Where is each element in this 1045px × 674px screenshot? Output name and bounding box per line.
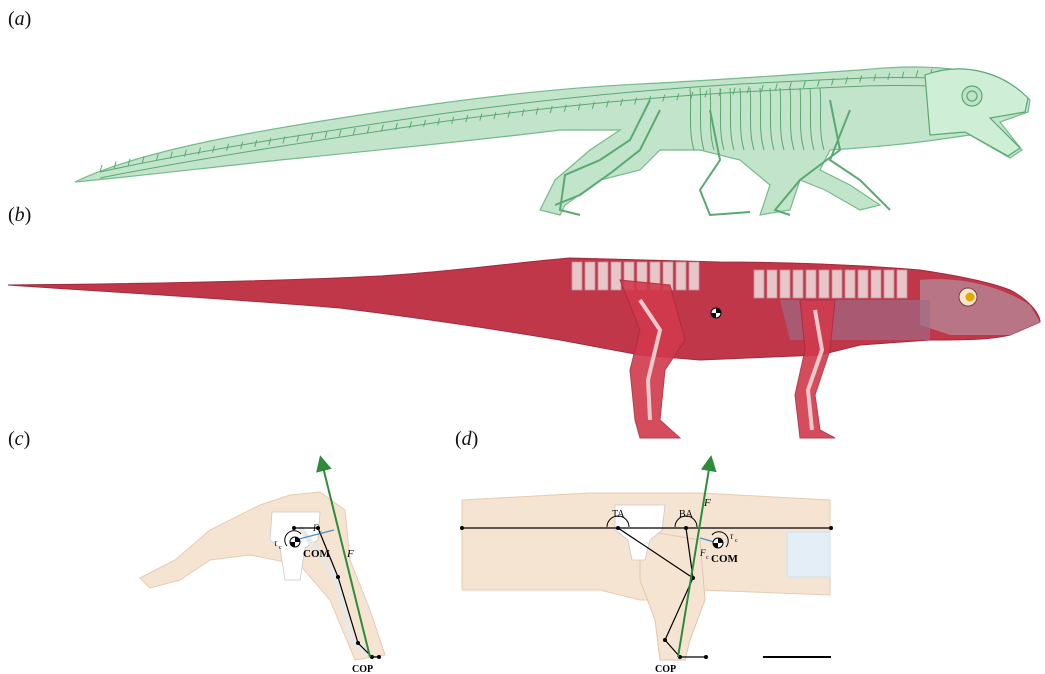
skull (925, 69, 1028, 156)
cop-label-c: COP (352, 664, 373, 674)
dorsal-plate (819, 270, 829, 298)
force-c-sub-c: c (319, 530, 322, 536)
dorsal-plate (871, 270, 881, 298)
dorsal-plate (806, 270, 816, 298)
dorsal-plate (676, 262, 686, 290)
force-label-d: F (703, 497, 711, 509)
dorsal-plate (572, 262, 582, 290)
force-label-c: F (346, 548, 354, 560)
dorsal-plate (598, 262, 608, 290)
dorsal-plate (689, 262, 699, 290)
diagram-c (140, 463, 385, 660)
diagram-d (460, 463, 833, 660)
force-c-label-d: F (699, 548, 706, 558)
dorsal-plate (884, 270, 894, 298)
ba-label: BA (679, 509, 694, 520)
force-c-sub-d: c (706, 555, 709, 561)
dorsal-plate (832, 270, 842, 298)
dorsal-plate (780, 270, 790, 298)
dorsal-plate (585, 262, 595, 290)
ta-label: TA (612, 509, 625, 520)
torque-sub-c: c (279, 545, 282, 551)
force-c-label-c: F (312, 523, 319, 533)
skeleton-illustration (75, 67, 1030, 215)
dorsal-plate (767, 270, 777, 298)
dorsal-plate (754, 270, 764, 298)
torque-sub-d: c (735, 538, 738, 544)
dorsal-plate (793, 270, 803, 298)
dorsal-plate (897, 270, 907, 298)
cop-label-d: COP (655, 664, 676, 674)
dorsal-plate (845, 270, 855, 298)
body-model (8, 258, 1040, 438)
dorsal-plate (858, 270, 868, 298)
com-label-c: COM (303, 548, 331, 560)
com-label-d: COM (711, 553, 739, 565)
dorsal-plate (611, 262, 621, 290)
